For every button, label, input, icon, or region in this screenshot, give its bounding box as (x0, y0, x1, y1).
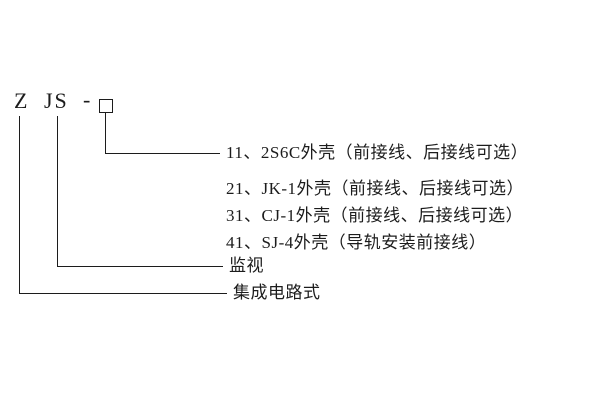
explanation-js-monitor: 监视 (229, 256, 264, 275)
connector-vertical-js (57, 116, 58, 267)
model-placeholder-box (99, 99, 113, 113)
connector-horizontal-box (105, 153, 220, 154)
explanation-shell-option-11: 11、2S6C外壳（前接线、后接线可选） (226, 143, 529, 162)
explanation-shell-option-31: 31、CJ-1外壳（前接线、后接线可选） (226, 206, 524, 225)
explanation-shell-option-21: 21、JK-1外壳（前接线、后接线可选） (226, 179, 525, 198)
connector-horizontal-z (19, 293, 227, 294)
connector-vertical-box (105, 113, 106, 154)
connector-vertical-z (19, 116, 20, 294)
model-code-separator: - (83, 87, 93, 112)
model-code-js: JS (44, 88, 69, 113)
connector-horizontal-js (57, 266, 223, 267)
explanation-shell-option-41: 41、SJ-4外壳（导轨安装前接线） (226, 233, 487, 252)
explanation-z-integrated-circuit: 集成电路式 (233, 283, 321, 302)
model-code-z: Z (14, 88, 30, 113)
